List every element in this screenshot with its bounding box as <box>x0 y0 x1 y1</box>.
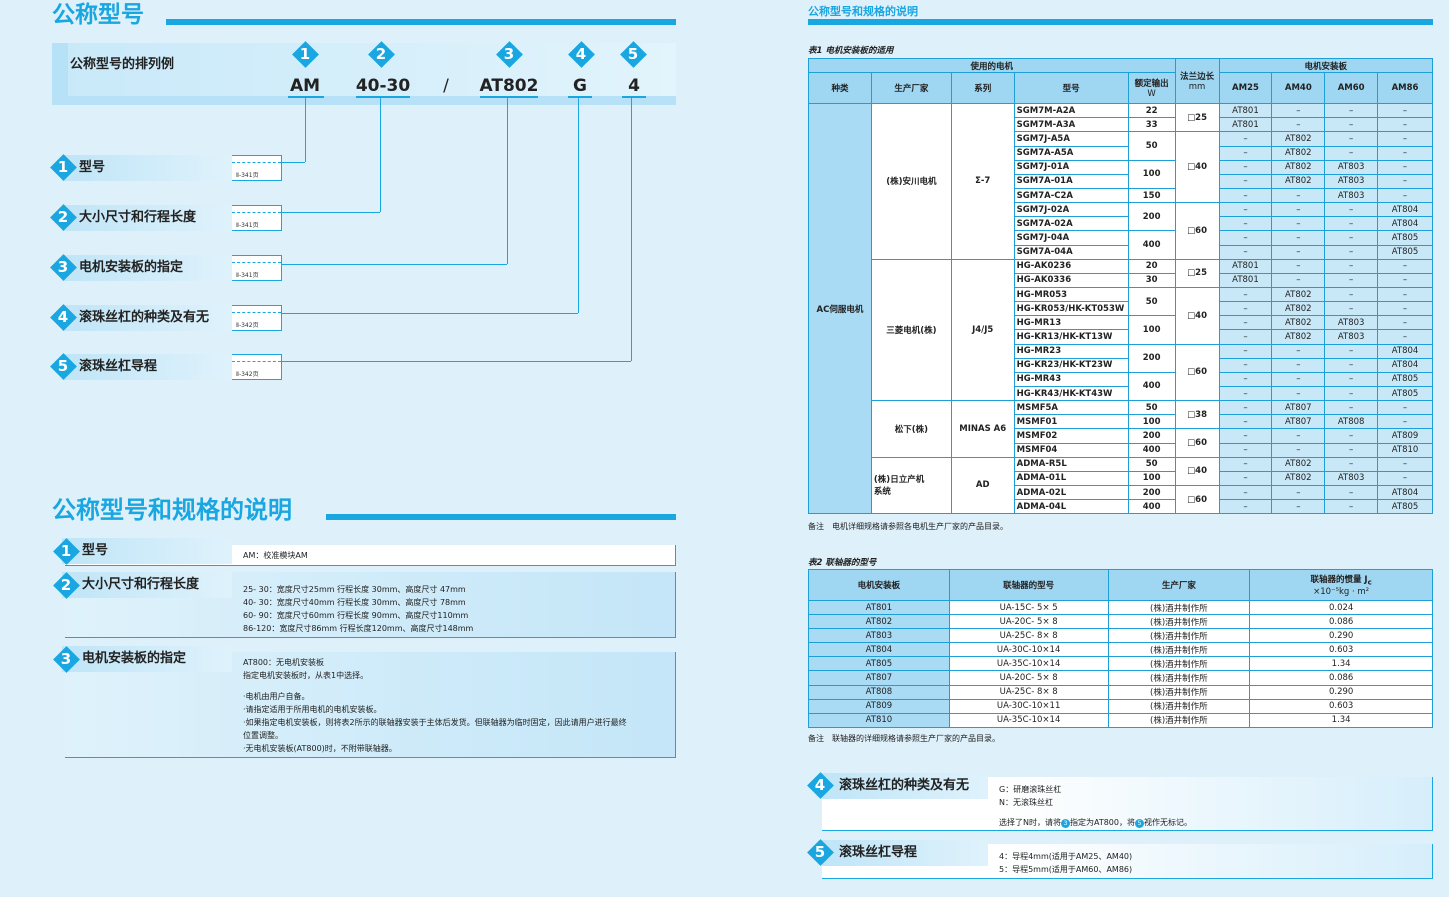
table-row: HG-KR23/HK-KT23W–––AT804 <box>809 357 1433 373</box>
code-plate: AT802 <box>479 76 539 96</box>
section-title-nominal-model: 公称型号 <box>52 2 144 28</box>
table1-note: 备注 电机详细规格请参照各电机生产厂家的产品目录。 <box>808 522 1008 531</box>
code-slash: / <box>443 76 449 96</box>
coupling-table: 电机安装板联轴器的型号生产厂家联轴器的惯量 Jc×10⁻⁵kg · m² AT8… <box>808 569 1433 728</box>
section-title-spec: 公称型号和规格的说明 <box>52 496 292 524</box>
example-label: 公称型号的排列例 <box>70 57 175 72</box>
table1-caption: 表1 电机安装板的适用 <box>808 46 894 56</box>
code-lead: 4 <box>628 76 640 96</box>
table2-note: 备注 联轴器的详细规格请参照生产厂家的产品目录。 <box>808 734 1000 743</box>
code-am: AM <box>289 76 321 96</box>
code-ballscrew: G <box>573 76 587 96</box>
title-bar <box>166 19 676 25</box>
table2-caption: 表2 联轴器的型号 <box>808 558 877 568</box>
code-size: 40-30 <box>355 76 411 96</box>
table-row: HG-KR053/HK-KT053W–AT802–– <box>809 301 1433 317</box>
table-row: SGM7A-A5A–AT802–– <box>809 145 1433 161</box>
right-title: 公称型号和规格的说明 <box>808 5 918 18</box>
table-row: SGM7A-04A–––AT805 <box>809 244 1433 260</box>
